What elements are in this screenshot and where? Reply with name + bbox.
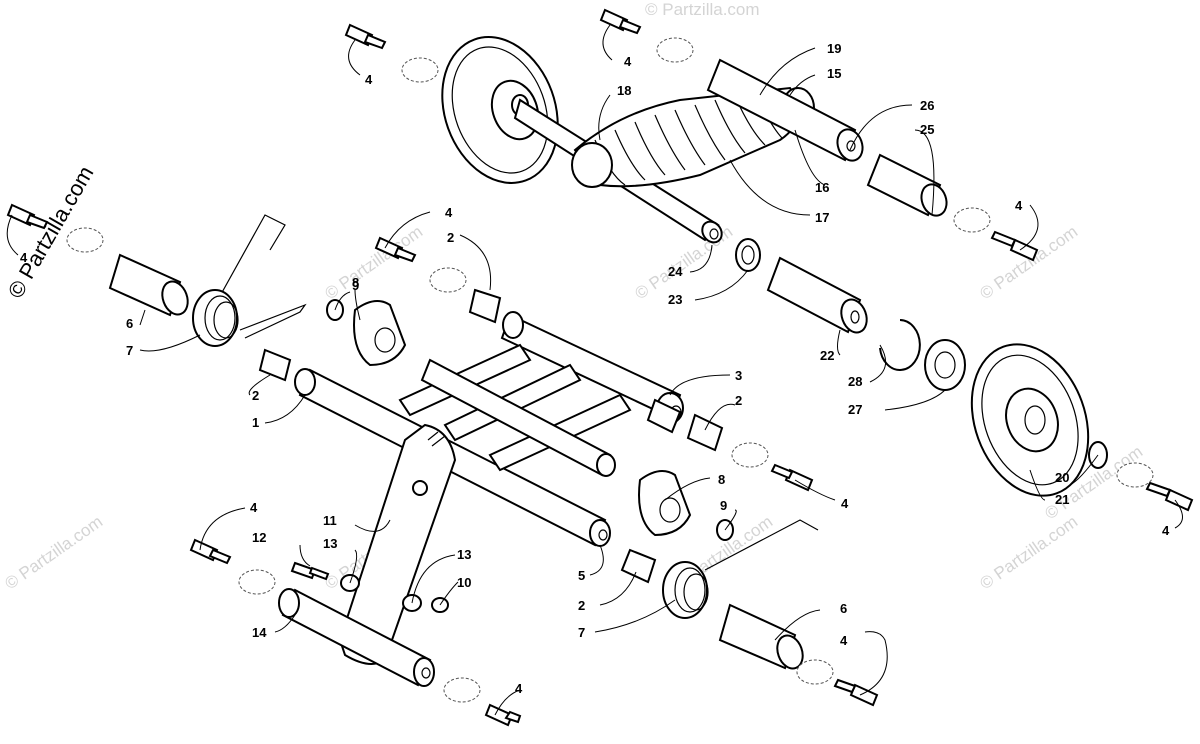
callout-9: 9	[352, 278, 359, 293]
callout-2: 2	[447, 230, 454, 245]
callout-4: 4	[624, 54, 632, 69]
cap-8-lower	[638, 470, 692, 537]
callout-6: 6	[840, 601, 847, 616]
callout-25: 25	[920, 122, 934, 137]
callout-15: 15	[827, 66, 841, 81]
spacer-6-upper	[108, 253, 189, 317]
callout-2: 2	[578, 598, 585, 613]
callout-13: 13	[457, 547, 471, 562]
callout-4: 4	[841, 496, 849, 511]
callout-28: 28	[848, 374, 862, 389]
callout-4: 4	[365, 72, 373, 87]
callout-2: 2	[735, 393, 742, 408]
callout-8: 8	[352, 275, 359, 290]
callout-9: 9	[720, 498, 727, 513]
bolt-4	[6, 8, 1194, 727]
bearing-27	[924, 339, 966, 391]
callout-17: 17	[815, 210, 829, 225]
leader-lines	[6, 24, 1183, 716]
callout-24: 24	[668, 264, 683, 279]
torsion-spring-7-lower	[662, 519, 819, 619]
cap-8-upper	[353, 300, 407, 367]
callout-12: 12	[252, 530, 266, 545]
bushing-3	[646, 398, 682, 434]
upper-left-wheel	[441, 36, 559, 184]
callout-7: 7	[578, 625, 585, 640]
callout-4: 4	[515, 681, 523, 696]
callout-26: 26	[920, 98, 934, 113]
callout-19: 19	[827, 41, 841, 56]
callout-23: 23	[668, 292, 682, 307]
callout-8: 8	[718, 472, 725, 487]
callout-10: 10	[457, 575, 471, 590]
callout-7: 7	[126, 343, 133, 358]
callout-1: 1	[252, 415, 259, 430]
lower-right-wheel	[970, 343, 1090, 497]
callout-4: 4	[445, 205, 453, 220]
callout-4: 4	[1015, 198, 1023, 213]
callout-4: 4	[1162, 523, 1170, 538]
torsion-spring-7-upper	[192, 214, 307, 347]
watermark-text: © Partzilla.com	[976, 512, 1081, 593]
callout-27: 27	[848, 402, 862, 417]
callout-4: 4	[250, 500, 258, 515]
spacer-22	[766, 256, 868, 334]
callout-4: 4	[840, 633, 848, 648]
callout-16: 16	[815, 180, 829, 195]
washer-23	[735, 238, 761, 272]
callout-22: 22	[820, 348, 834, 363]
callout-11: 11	[323, 513, 337, 528]
callout-20: 20	[1055, 470, 1069, 485]
watermark-text: © Partzilla.com	[645, 0, 760, 19]
callout-18: 18	[617, 83, 631, 98]
callout-6: 6	[126, 316, 133, 331]
callout-14: 14	[252, 625, 267, 640]
callout-labels: 4 4 4 4 4 4 4 4 4 4 1 2 2 2 2 3 5 6 6 7 …	[20, 41, 1170, 696]
callout-5: 5	[578, 568, 585, 583]
callout-21: 21	[1055, 492, 1069, 507]
watermark-text: © Partzilla.com	[1, 512, 106, 593]
callout-4: 4	[20, 250, 28, 265]
bushing-2	[258, 288, 724, 584]
callout-2: 2	[252, 388, 259, 403]
spacer-25	[866, 153, 948, 217]
watermark-text: © Partzilla.com	[321, 222, 426, 303]
swing-arm-frame	[294, 311, 684, 547]
spacer-6-lower	[718, 603, 804, 670]
watermark-text: © Partzilla.com	[976, 222, 1081, 303]
callout-3: 3	[735, 368, 742, 383]
shaft-14	[278, 588, 435, 687]
callout-13: 13	[323, 536, 337, 551]
dashed-washers	[66, 37, 1154, 703]
